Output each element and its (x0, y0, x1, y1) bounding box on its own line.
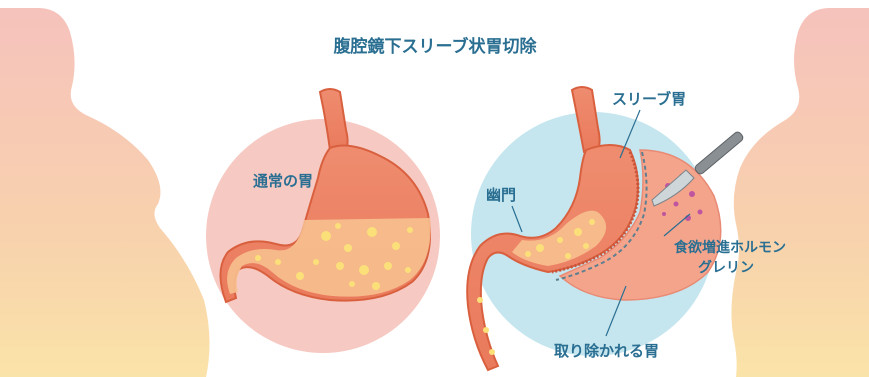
label-normal-stomach: 通常の胃 (253, 172, 313, 190)
label-sleeve-stomach: スリーブ胃 (612, 90, 686, 108)
diagram-title: 腹腔鏡下スリーブ状胃切除 (334, 36, 538, 57)
label-removed-stomach: 取り除かれる胃 (554, 342, 659, 360)
label-hormone-line2: グレリン (698, 259, 754, 276)
right-person-silhouette (731, 8, 869, 377)
label-pylorus: 幽門 (486, 186, 516, 204)
left-person-silhouette (0, 8, 210, 377)
label-hormone-line1: 食欲増進ホルモン (674, 239, 786, 256)
